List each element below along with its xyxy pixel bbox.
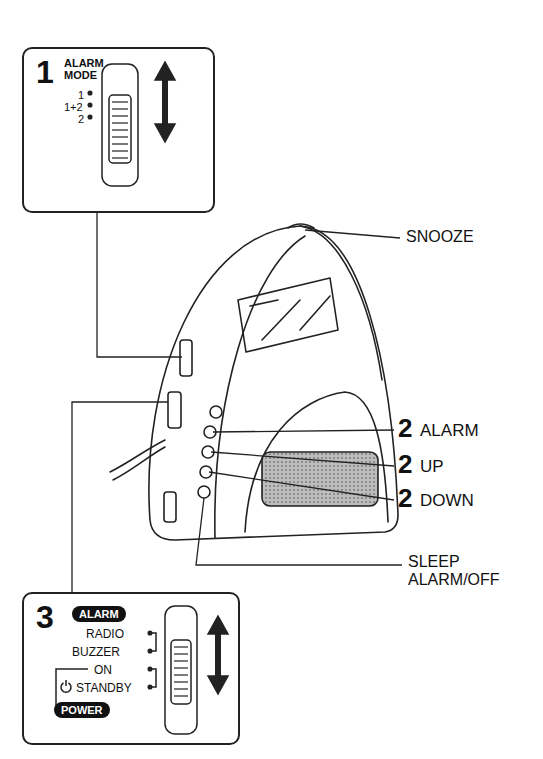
switch-position: 2 [78,113,84,125]
part-name: UP [420,457,444,477]
step-number: 1 [36,55,54,90]
switch-group-title: ALARM [72,606,126,622]
step-number: 3 [36,600,54,635]
switch-position: 1+2 [64,101,83,113]
part-name: SLEEP ALARM/OFF [408,553,528,590]
switch-group-title: POWER [54,702,110,718]
leader-lines [72,213,402,592]
switch-position: ON [94,664,112,677]
power-alarm-inset: 3 ALARM RADIO BUZZER ON STANDBY POWER [22,592,240,745]
callout-number: 2 [398,484,412,514]
switch-position: BUZZER [72,646,120,659]
switch-position: 1 [78,89,84,101]
callout-number: 2 [398,450,412,480]
part-name: SNOOZE [406,228,474,246]
alarm-mode-inset: 1ALARM MODE11+22 [22,47,215,213]
mode-slider [88,62,175,186]
part-name: ALARM [420,421,479,441]
part-name: DOWN [420,491,474,511]
switch-title: ALARM MODE [64,57,110,81]
switch-position: RADIO [86,628,124,641]
switch-position: STANDBY [76,682,132,695]
callout-number: 2 [398,414,412,444]
